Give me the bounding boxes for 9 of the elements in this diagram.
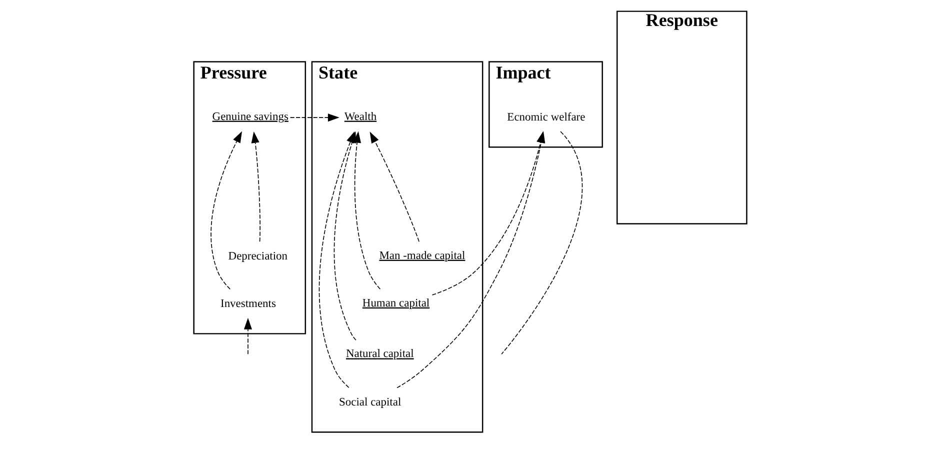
node-text: Man -made capital <box>379 250 466 262</box>
node-text: Wealth <box>344 110 377 123</box>
node-text: Human capital <box>362 297 430 310</box>
node-text: Ecnomic welfare <box>507 112 586 124</box>
node-text: Social capital <box>339 396 402 409</box>
node-text: Natural capital <box>346 348 414 360</box>
node-text: Genuine savings <box>212 110 288 123</box>
node-text: Investments <box>220 298 276 310</box>
node-text: Depreciation <box>228 250 288 263</box>
